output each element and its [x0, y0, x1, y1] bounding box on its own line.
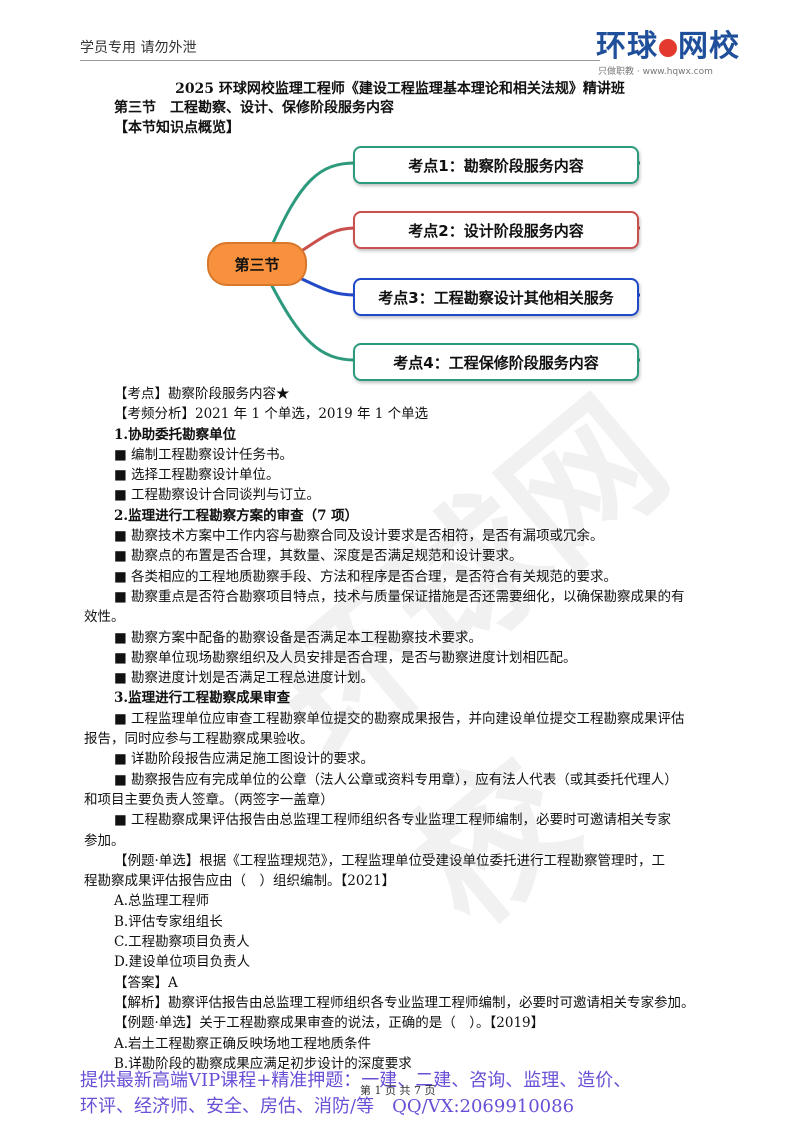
example-question: 【例题·单选】根据《工程监理规范》，工程监理单位受建设单位委托进行工程勘察管理时… — [114, 852, 666, 869]
bullet-item: ■ 各类相应的工程地质勘察手段、方法和程序是否合理，是否符合有关规范的要求。 — [114, 568, 618, 585]
answer-key: 【答案】A — [114, 974, 178, 991]
bullet-item: ■ 工程勘察成果评估报告由总监理工程师组织各专业监理工程师编制，必要时可邀请相关… — [114, 812, 672, 829]
mind-map-node-4: 考点4：工程保修阶段服务内容 — [353, 343, 639, 381]
bullet-item: ■ 工程监理单位应审查工程勘察单位提交的勘察成果报告，并向建设单位提交工程勘察成… — [114, 710, 685, 727]
mind-map: 第三节 考点1：勘察阶段服务内容 考点2：设计阶段服务内容 考点3：工程勘察设计… — [200, 140, 650, 385]
bullet-item: ■ 勘察点的布置是否合理，其数量、深度是否满足规范和设计要求。 — [114, 548, 523, 565]
text-line: 【考频分析】2021 年 1 个单选，2019 年 1 个单选 — [114, 406, 429, 423]
answer-option: D.建设单位项目负责人 — [114, 954, 251, 971]
promo-line-2: 环评、经济师、安全、房估、消防/等 QQ/VX:2069910086 — [80, 1096, 575, 1117]
page-number: 第 1 页 共 7 页 — [360, 1084, 436, 1097]
answer-option: B.评估专家组组长 — [114, 913, 223, 930]
answer-option: A.总监理工程师 — [114, 893, 210, 910]
answer-option: B.详勘阶段的勘察成果应满足初步设计的深度要求 — [114, 1055, 412, 1072]
heading-2: 2.监理进行工程勘察方案的审查（7 项） — [114, 507, 359, 524]
body-text: 【考点】勘察阶段服务内容★ 【考频分析】2021 年 1 个单选，2019 年 … — [84, 384, 744, 1074]
bullet-item: ■ 勘察方案中配备的勘察设备是否满足本工程勘察技术要求。 — [114, 629, 483, 646]
mind-map-node-1: 考点1：勘察阶段服务内容 — [353, 146, 639, 184]
text-continuation: 程勘察成果评估报告应由（ ）组织编制。【2021】 — [84, 873, 396, 890]
promo-footer: 提供最新高端VIP课程+精准押题：一建、二建、咨询、监理、造价、 环评、经济师、… — [80, 1068, 760, 1120]
answer-option: A.岩土工程勘察正确反映场地工程地质条件 — [114, 1035, 372, 1052]
mind-map-node-2: 考点2：设计阶段服务内容 — [353, 211, 639, 249]
brand-logo: 环球网校 只做职教 · www.hqwx.com — [596, 29, 746, 78]
document-title: 2025 环球网校监理工程师《建设工程监理基本理论和相关法规》精讲班 — [175, 81, 625, 97]
bullet-item: ■ 勘察技术方案中工作内容与勘察合同及设计要求是否相符，是否有漏项或冗余。 — [114, 528, 604, 545]
text-continuation: 效性。 — [84, 609, 125, 626]
bullet-item: ■ 选择工程勘察设计单位。 — [114, 467, 280, 484]
heading-1: 1.协助委托勘察单位 — [114, 426, 237, 443]
text-continuation: 和项目主要负责人签章。（两签字一盖章） — [84, 791, 334, 808]
text-continuation: 报告，同时应参与工程勘察成果验收。 — [84, 731, 314, 748]
bullet-item: ■ 编制工程勘察设计任务书。 — [114, 446, 294, 463]
logo-text-a: 环球 — [596, 29, 658, 64]
text-line: 【考点】勘察阶段服务内容★ — [114, 386, 290, 402]
text-continuation: 参加。 — [84, 832, 125, 849]
answer-option: C.工程勘察项目负责人 — [114, 934, 250, 951]
logo-text-b: 网校 — [678, 29, 740, 64]
logo-tagline: 只做职教 · www.hqwx.com — [598, 67, 713, 77]
example-question: 【例题·单选】关于工程勘察成果审查的说法，正确的是（ ）。【2019】 — [114, 1015, 545, 1032]
bullet-item: ■ 勘察进度计划是否满足工程总进度计划。 — [114, 670, 375, 687]
promo-line-1: 提供最新高端VIP课程+精准押题：一建、二建、咨询、监理、造价、 — [80, 1070, 632, 1091]
bullet-item: ■ 详勘阶段报告应满足施工图设计的要求。 — [114, 751, 375, 768]
bullet-item: ■ 勘察重点是否符合勘察项目特点，技术与质量保证措施是否还需要细化，以确保勘察成… — [114, 588, 685, 605]
mind-map-center: 第三节 — [207, 242, 307, 286]
header-divider — [80, 60, 600, 61]
answer-explanation: 【解析】勘察评估报告由总监理工程师组织各专业监理工程师编制，必要时可邀请相关专家… — [114, 994, 695, 1011]
mind-map-node-3: 考点3：工程勘察设计其他相关服务 — [353, 278, 639, 316]
logo-play-icon — [659, 38, 677, 57]
bullet-item: ■ 勘察单位现场勘察组织及人员安排是否合理，是否与勘察进度计划相匹配。 — [114, 649, 577, 666]
section-title: 第三节 工程勘察、设计、保修阶段服务内容 — [114, 100, 394, 116]
bullet-item: ■ 勘察报告应有完成单位的公章（法人公章或资料专用章），应有法人代表（或其委托代… — [114, 771, 678, 788]
heading-3: 3.监理进行工程勘察成果审查 — [114, 690, 291, 707]
header-label: 学员专用 请勿外泄 — [80, 40, 197, 56]
bullet-item: ■ 工程勘察设计合同谈判与订立。 — [114, 487, 321, 504]
overview-label: 【本节知识点概览】 — [114, 120, 240, 136]
